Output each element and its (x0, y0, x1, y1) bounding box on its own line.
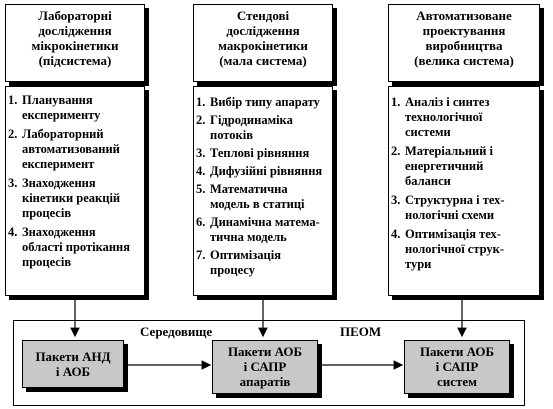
col3-item: 4. Оптимізація тех- нологічної струк- ту… (391, 227, 505, 271)
package-box-3: Пакети АОБ і САПР систем (404, 340, 510, 394)
environment-label-left: Середовище (138, 324, 215, 340)
col2-title-line: (мала система) (219, 53, 307, 68)
col2-item: 7. Оптимізація процесу (196, 248, 281, 277)
col1-list-box: 1. Планування експерименту 2. Лабораторн… (5, 86, 145, 296)
col2-title-line: Стендові (236, 8, 290, 23)
col3-title-line: проектування (422, 23, 506, 38)
col1-item: 3. Знаходження кінетики реакцій процесів (8, 176, 121, 220)
col3-item: 3. Структурна і тех- нологічні схеми (391, 193, 505, 222)
col1-title-line: мікрокінетики (31, 38, 119, 53)
col3-title-line: виробництва (425, 38, 503, 53)
environment-frame (13, 320, 525, 406)
col2-item: 6. Динамічна матема- тична модель (196, 215, 320, 244)
col2-item: 1. Вибір типу апарату (196, 95, 320, 109)
col2-title-line: макрокінетики (218, 38, 308, 53)
col3-list-box: 1. Аналіз і синтез технологічної системи… (388, 86, 540, 296)
col2-item: 5. Математична модель в статиці (196, 182, 305, 211)
col3-item: 2. Матеріальний і енергетичний баланси (391, 144, 494, 188)
col2-item: 3. Теплові рівняння (196, 146, 310, 160)
col3-title-line: Автоматизоване (416, 8, 512, 23)
col3-item: 1. Аналіз і синтез технологічної системи (391, 95, 490, 139)
environment-label-right: ПЕОМ (338, 324, 384, 340)
col2-item: 2. Гідродинаміка потоків (196, 113, 293, 142)
col2-item: 4. Дифузійні рівняння (196, 164, 323, 178)
col1-item: 4. Знаходження області протікання процес… (8, 225, 131, 269)
col2-list-box: 1. Вибір типу апарату 2. Гідродинаміка п… (193, 86, 333, 296)
col1-title-line: Лабораторні (38, 8, 112, 23)
col3-header-box: Автоматизоване проектування виробництва … (388, 4, 540, 82)
col3-title-line: (велика система) (414, 53, 514, 68)
col1-title-line: (підсистема) (38, 53, 112, 68)
col2-header-box: Стендові дослідження макрокінетики (мала… (193, 4, 333, 82)
col2-title-line: дослідження (226, 23, 300, 38)
col1-item: 2. Лабораторний автоматизований експерим… (8, 127, 120, 171)
col1-item: 1. Планування експерименту (8, 93, 101, 122)
package-box-1: Пакети АНД і АОБ (22, 340, 124, 388)
col1-title-line: дослідження (38, 23, 112, 38)
package-box-2: Пакети АОБ і САПР апаратів (212, 340, 318, 394)
col1-header-box: Лабораторні дослідження мікрокінетики (п… (5, 4, 145, 82)
